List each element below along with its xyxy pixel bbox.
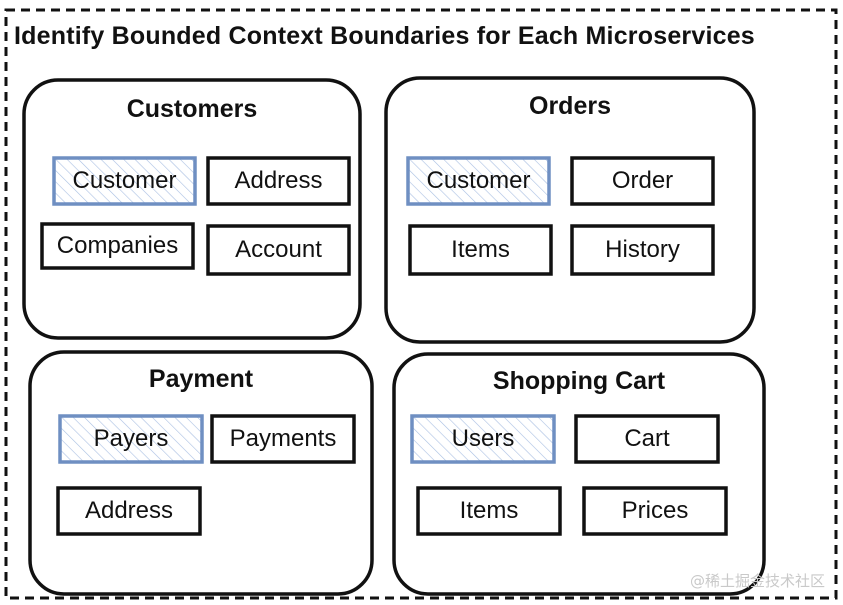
entity-label: Customer [426, 167, 531, 194]
entity-border [416, 486, 562, 536]
entity-label: Items [451, 236, 510, 263]
entity-box [574, 414, 720, 464]
context-frame-rect [28, 350, 374, 596]
entity-border [52, 156, 197, 206]
entity-label: Users [451, 425, 515, 452]
entity-box [570, 156, 715, 206]
entity-label: History [605, 236, 680, 263]
entity-label: Items [459, 497, 519, 524]
entity-border [574, 414, 720, 464]
diagram-title: Identify Bounded Context Boundaries for … [14, 22, 755, 50]
context-frame-rect [22, 78, 362, 340]
entity-customer: Customer [406, 156, 551, 206]
entity-payers: Payers [58, 414, 204, 464]
entity-border [582, 486, 728, 536]
context-payment: Payment Payers Payments Address [28, 350, 374, 596]
context-frame-rect [392, 352, 766, 596]
entity-box [410, 414, 556, 464]
entity-cart: Cart [574, 414, 720, 464]
entity-label: Payers [93, 425, 169, 452]
entity-border [210, 414, 356, 464]
entity-box [40, 222, 195, 270]
entity-prices: Prices [582, 486, 728, 536]
context-frame [392, 352, 766, 596]
entity-history: History [570, 224, 715, 276]
entity-label: Customer [72, 167, 177, 194]
entity-box [206, 224, 351, 276]
entity-customer: Customer [52, 156, 197, 206]
entity-border [406, 156, 551, 206]
context-frame-rect [384, 76, 756, 344]
entity-address: Address [56, 486, 202, 536]
entity-users: Users [410, 414, 556, 464]
entity-border [410, 414, 556, 464]
entity-box [406, 156, 551, 206]
entity-border [570, 156, 715, 206]
entity-border [56, 486, 202, 536]
entity-hatch [54, 158, 195, 204]
entity-companies: Companies [40, 222, 195, 270]
entity-box [58, 414, 204, 464]
context-title: Customers [126, 95, 258, 123]
entity-order: Order [570, 156, 715, 206]
entity-label: Payments [229, 425, 337, 452]
entity-label: Companies [56, 232, 179, 259]
entity-label: Cart [624, 425, 670, 452]
entity-box [416, 486, 562, 536]
entity-hatch [412, 416, 554, 462]
entity-items: Items [408, 224, 553, 276]
entity-payments: Payments [210, 414, 356, 464]
entity-box [56, 486, 202, 536]
context-customers: Customers Customer Address Companies Acc… [22, 78, 362, 340]
entity-hatch [60, 416, 202, 462]
entity-border [206, 156, 351, 206]
entity-box [52, 156, 197, 206]
entity-label: Order [611, 167, 674, 194]
entity-address: Address [206, 156, 351, 206]
entity-items: Items [416, 486, 562, 536]
entity-border [570, 224, 715, 276]
entity-border [408, 224, 553, 276]
context-title: Shopping Cart [492, 367, 666, 395]
context-title: Orders [529, 92, 611, 120]
entity-hatch [408, 158, 549, 204]
watermark: @稀土掘金技术社区 [689, 572, 825, 590]
context-orders: Orders Customer Order Items History [384, 76, 756, 344]
entity-account: Account [206, 224, 351, 276]
context-frame [28, 350, 374, 596]
context-shopping-cart: Shopping Cart Users Cart Items Prices [392, 352, 766, 596]
entity-border [58, 414, 204, 464]
entity-border [206, 224, 351, 276]
entity-label: Account [235, 236, 322, 263]
entity-label: Address [234, 167, 323, 194]
entity-box [570, 224, 715, 276]
entity-box [408, 224, 553, 276]
context-title: Payment [148, 365, 254, 393]
context-frame [384, 76, 756, 344]
context-frame [22, 78, 362, 340]
entity-border [40, 222, 195, 270]
entity-box [206, 156, 351, 206]
entity-box [582, 486, 728, 536]
entity-label: Prices [621, 497, 689, 524]
entity-box [210, 414, 356, 464]
entity-label: Address [84, 497, 174, 524]
